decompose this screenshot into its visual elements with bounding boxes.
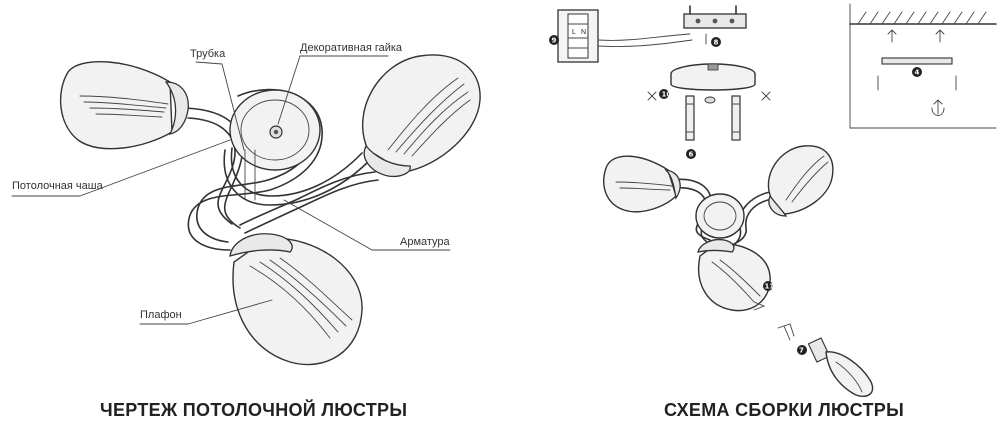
label-ceiling-cup: Потолочная чаша <box>12 180 103 192</box>
bulb-assembly: 11 7 <box>753 281 874 398</box>
assembly-scheme-panel: L N 9 8 10 <box>540 0 1000 429</box>
label-decorative-nut: Декоративная гайка <box>300 42 403 54</box>
assembled-chandelier <box>603 145 834 312</box>
wiring-letter-l: L <box>572 29 576 36</box>
callout-leaders <box>11 55 451 325</box>
left-caption: ЧЕРТЕЖ ПОТОЛОЧНОЙ ЛЮСТРЫ <box>100 400 408 420</box>
chandelier-drawing <box>11 54 481 366</box>
part-number-10: 11 <box>765 283 775 291</box>
shade-bottom <box>229 233 363 366</box>
part-number-9: 10 <box>662 91 672 99</box>
ceiling-cup <box>229 89 321 201</box>
right-caption: СХЕМА СБОРКИ ЛЮСТРЫ <box>664 400 905 420</box>
chandelier-drawing-panel: Трубка Декоративная гайка Потолочная чаш… <box>11 42 481 420</box>
part-number-6: 6 <box>689 151 694 159</box>
wiring-terminal-detail: L N 9 <box>549 9 693 63</box>
fasteners: 10 <box>647 89 771 104</box>
assembly-scheme: L N 9 8 10 <box>549 3 997 398</box>
label-tube: Трубка <box>190 48 226 60</box>
label-shade: Плафон <box>140 309 182 321</box>
threaded-tubes: 6 <box>685 95 741 159</box>
part-number-7: 8 <box>714 39 719 47</box>
part-number-4: 4 <box>915 69 920 77</box>
canopy-disc <box>670 63 756 91</box>
shade-left <box>59 61 189 150</box>
shade-upper-right <box>362 54 481 178</box>
mounting-bar: 8 <box>683 5 747 47</box>
ceiling-mount-detail: 4 <box>849 3 997 129</box>
part-number-8: 9 <box>552 37 557 45</box>
part-number-11: 7 <box>799 347 804 355</box>
wiring-letter-n: N <box>581 29 586 36</box>
label-armature: Арматура <box>400 236 450 248</box>
decorative-nut <box>269 125 283 139</box>
